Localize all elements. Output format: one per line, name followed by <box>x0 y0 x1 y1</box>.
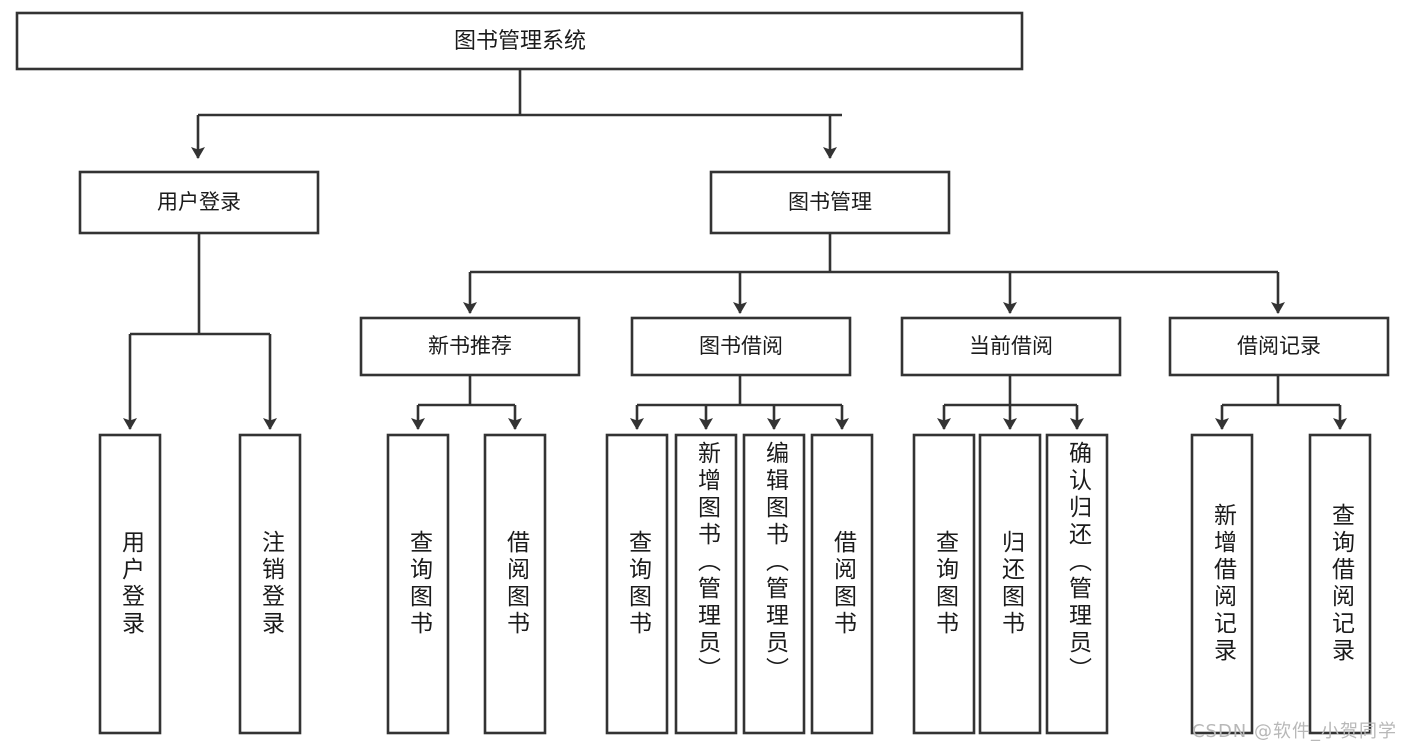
connector-group-user-login <box>123 233 277 430</box>
leaf-box-new-book-1[interactable] <box>483 433 547 735</box>
leaf-box-current-borrow-1[interactable] <box>978 433 1042 735</box>
node-book-borrow[interactable]: 图书借阅 <box>630 316 852 377</box>
node-root-label: 图书管理系统 <box>454 29 586 54</box>
leaf-box-borrow-record-1[interactable] <box>1308 433 1372 735</box>
leaf-box-new-book-0[interactable] <box>386 433 450 735</box>
connector-group-current-borrow <box>937 375 1084 430</box>
node-new-book-recommend-label: 新书推荐 <box>428 334 512 358</box>
node-user-login-label: 用户登录 <box>157 190 241 214</box>
connector-group-book-borrow <box>630 375 849 430</box>
connector-group-book-manage <box>463 233 1285 314</box>
leaf-box-book-borrow-1[interactable] <box>674 433 738 735</box>
node-root-system[interactable]: 图书管理系统 <box>15 11 1024 71</box>
leaf-box-borrow-record-0[interactable] <box>1190 433 1254 735</box>
node-new-book-recommend[interactable]: 新书推荐 <box>359 316 581 377</box>
node-borrow-record-box[interactable] <box>1168 316 1390 377</box>
leaf-box-book-borrow-3[interactable] <box>810 433 874 735</box>
connector-group-root <box>191 69 842 159</box>
leaf-box-book-borrow-0[interactable] <box>605 433 669 735</box>
node-borrow-record[interactable]: 借阅记录 <box>1168 316 1390 377</box>
node-borrow-record-label: 借阅记录 <box>1237 334 1321 358</box>
node-current-borrow[interactable]: 当前借阅 <box>900 316 1122 377</box>
node-book-manage-label: 图书管理 <box>788 190 872 214</box>
node-root-box[interactable] <box>15 11 1024 71</box>
node-current-borrow-label: 当前借阅 <box>969 334 1053 358</box>
node-book-manage[interactable]: 图书管理 <box>709 170 951 235</box>
node-book-manage-box[interactable] <box>709 170 951 235</box>
connector-group-borrow-record <box>1215 375 1347 430</box>
node-user-login-box[interactable] <box>78 170 320 235</box>
leaf-box-current-borrow-0[interactable] <box>912 433 976 735</box>
leaf-box-user-login-0[interactable] <box>98 433 162 735</box>
csdn-watermark: CSDN @软件_小贺同学 <box>1191 721 1397 742</box>
node-book-borrow-box[interactable] <box>630 316 852 377</box>
node-book-borrow-label: 图书借阅 <box>699 334 783 358</box>
node-new-book-recommend-box[interactable] <box>359 316 581 377</box>
node-user-login[interactable]: 用户登录 <box>78 170 320 235</box>
node-current-borrow-box[interactable] <box>900 316 1122 377</box>
leaf-box-book-borrow-2[interactable] <box>742 433 806 735</box>
leaf-box-current-borrow-2[interactable] <box>1045 433 1109 735</box>
leaf-box-user-login-1[interactable] <box>238 433 302 735</box>
connector-group-new-book <box>411 375 522 430</box>
